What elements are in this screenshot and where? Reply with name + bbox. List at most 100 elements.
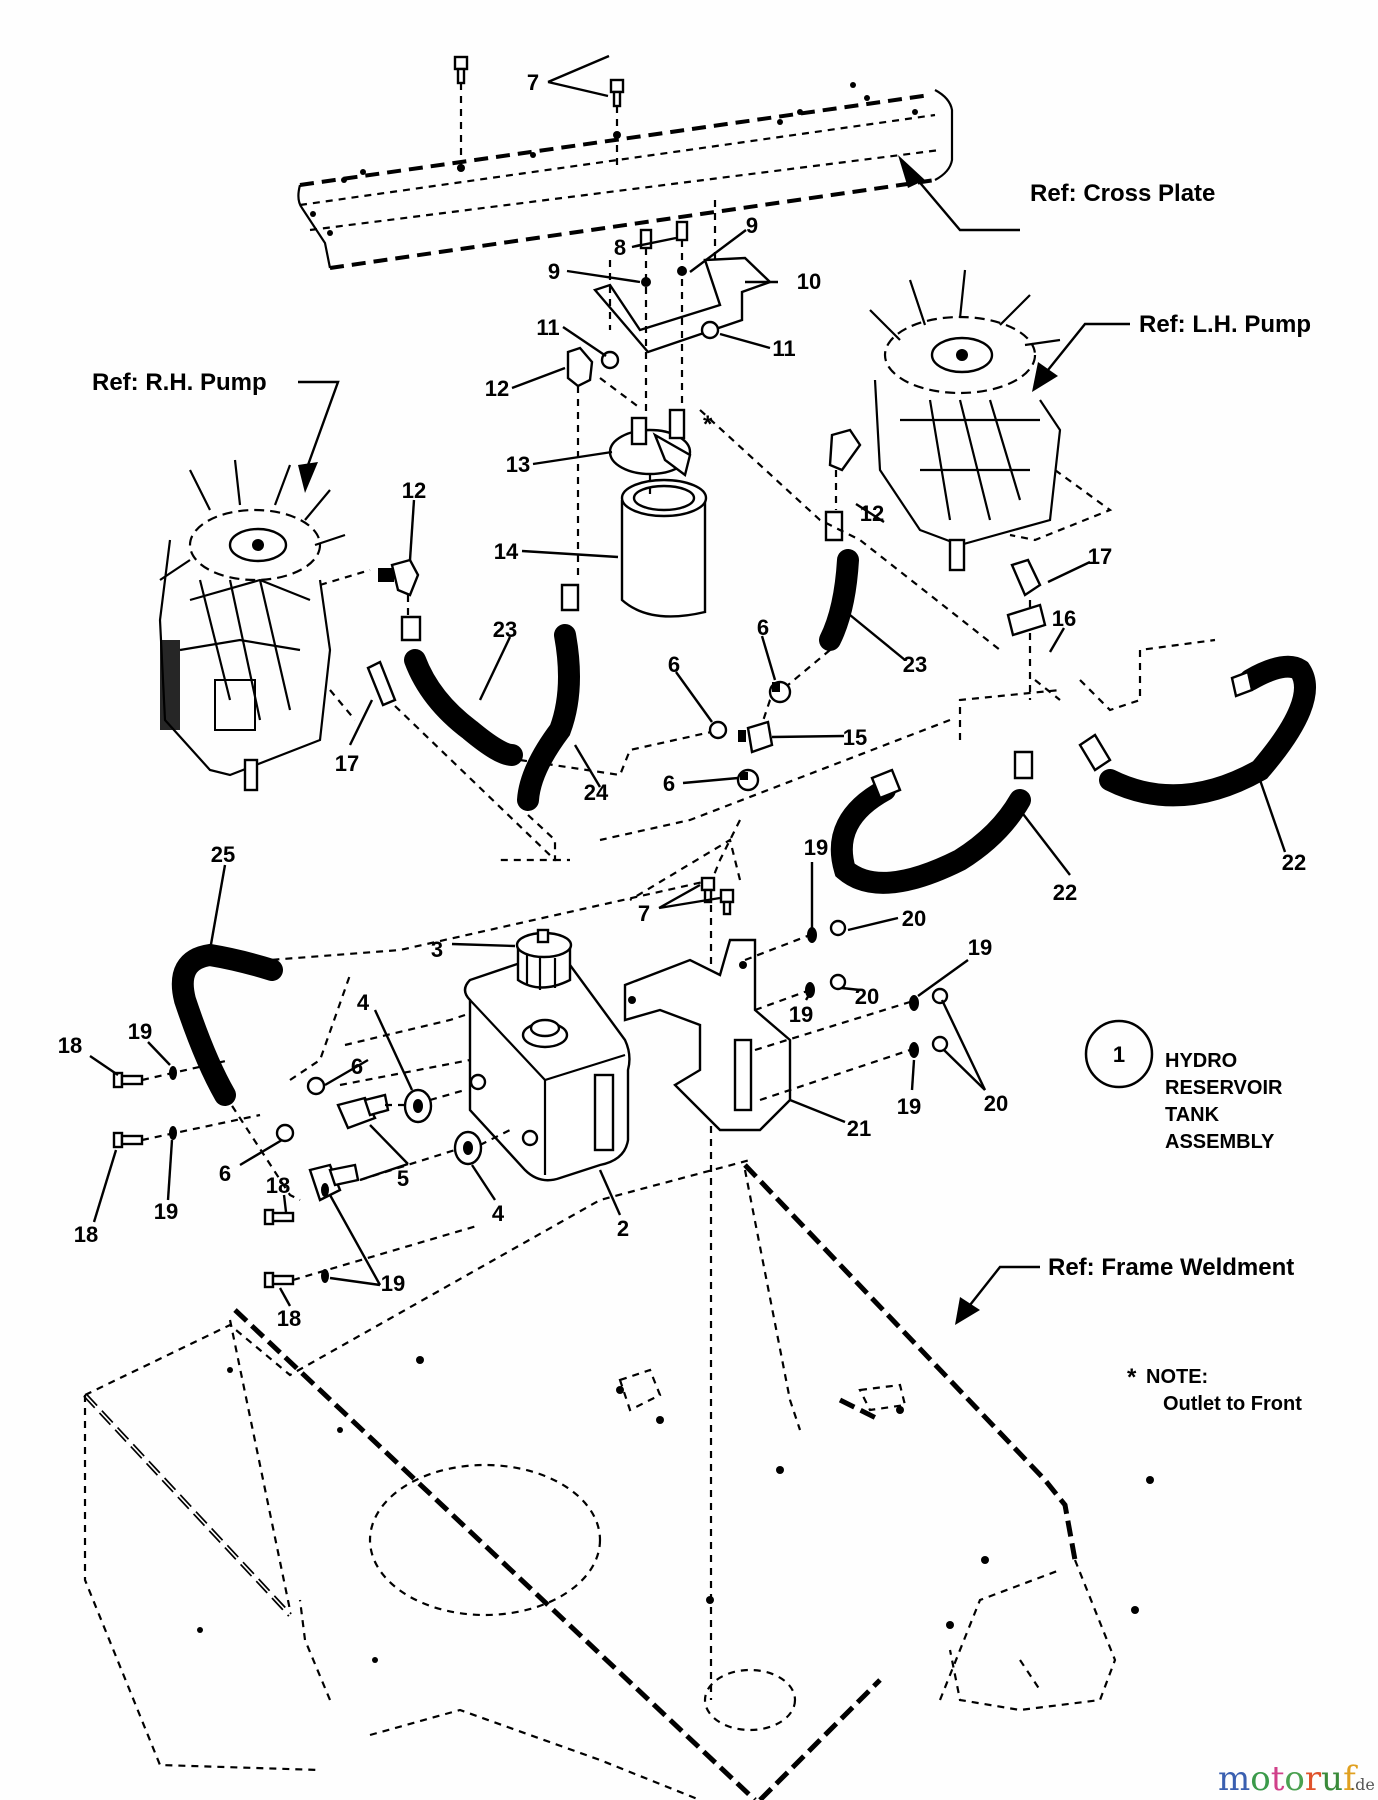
assembly-line-3: TANK [1165,1104,1220,1126]
watermark-text: motoruf [1218,1759,1358,1799]
callout-6: 6 [663,771,675,796]
note-asterisk: * [1127,1364,1137,1391]
callout-19: 19 [789,1002,813,1027]
ref-rh-pump: Ref: R.H. Pump [92,369,267,396]
bolt-7-top [453,55,625,172]
callout-20: 20 [902,906,926,931]
hose-22-middle-fitting-a [870,768,902,800]
note-text: Outlet to Front [1163,1393,1302,1415]
callout-18: 18 [58,1033,82,1058]
callout-18: 18 [74,1222,98,1247]
callout-17: 17 [335,751,359,776]
callout-19: 19 [128,1019,152,1044]
note-heading: NOTE: [1146,1366,1208,1388]
callout-6: 6 [668,652,680,677]
watermark-letter: o [1250,1759,1270,1799]
callout-6: 6 [757,615,769,640]
watermark-letter: u [1321,1759,1343,1799]
callout-15: 15 [843,725,867,750]
callout-7: 7 [638,901,650,926]
callout-11: 11 [772,336,795,361]
callout-2: 2 [617,1216,629,1241]
callout-14: 14 [494,539,519,564]
hose-23-right [819,549,859,651]
hose-23-right-fitting [824,510,844,542]
watermark-letter: m [1218,1759,1250,1799]
callout-22: 22 [1282,850,1306,875]
elbow-fitting-12-top [566,346,641,580]
watermark-letter: o [1284,1759,1304,1799]
callout-20: 20 [984,1091,1008,1116]
lh-pump-fittings [828,428,1047,637]
callout-6: 6 [351,1054,363,1079]
callout-12: 12 [485,376,509,401]
callout-10: 10 [797,269,821,294]
callout-13: 13 [506,452,530,477]
callout-4: 4 [357,990,370,1015]
lh-pump [869,269,1113,572]
callout-24: 24 [584,780,609,805]
callout-18: 18 [266,1173,290,1198]
washers-nuts [744,919,949,1102]
callout-19: 19 [897,1094,921,1119]
tank-cap [515,928,573,990]
callout-22: 22 [1053,880,1077,905]
filter-bracket [592,200,773,420]
reservoir-tank [463,956,631,1182]
part-callouts: 7899101111121212131417172323246661516222… [58,70,1306,1331]
callout-12: 12 [402,478,426,503]
assembly-line-2: RESERVOIR [1165,1077,1283,1099]
hose-23-left [404,649,523,766]
callout-20: 20 [855,984,879,1009]
oil-filter [620,474,708,618]
hose-22-right [1099,655,1316,807]
ref-frame-weldment: Ref: Frame Weldment [1048,1254,1294,1281]
callout-17: 17 [1088,544,1112,569]
assembly-number: 1 [1113,1042,1125,1067]
watermark-letter: f [1343,1759,1358,1799]
assembly-line-1: HYDRO [1165,1050,1237,1072]
watermark-letter: t [1271,1759,1285,1799]
callout-9: 9 [548,259,560,284]
callout-11: 11 [536,315,559,340]
hose-22-middle-fitting-b [1013,750,1034,780]
callout-12: 12 [860,501,884,526]
outlet-note: * NOTE: Outlet to Front [1127,1364,1302,1415]
rh-pump-fittings [366,558,570,862]
hose-22-right-fitting-a [1078,733,1112,772]
callout-19: 19 [154,1199,178,1224]
hose-22-right-fitting-b [1230,670,1254,698]
assembly-legend: 1 HYDRO RESERVOIR TANK ASSEMBLY [1084,1019,1283,1153]
callout-19: 19 [968,935,992,960]
hose-24 [517,624,580,811]
callout-25: 25 [211,842,235,867]
hose-24-fitting [560,583,580,612]
callout-16: 16 [1052,606,1076,631]
callout-19: 19 [381,1271,405,1296]
hose-25 [171,943,283,1106]
watermark-suffix: .de [1350,1775,1375,1794]
hose-22-middle [830,779,1031,894]
callout-5: 5 [397,1166,409,1191]
callout-3: 3 [431,937,443,962]
callout-4: 4 [492,1201,505,1226]
tank-bracket [623,938,792,1132]
callout-21: 21 [847,1116,871,1141]
watermark-logo: motoruf .de [1218,1759,1375,1799]
assembly-line-4: ASSEMBLY [1165,1131,1275,1153]
callout-9: 9 [746,213,758,238]
filter-head-asterisk: * [703,411,713,438]
callout-18: 18 [277,1306,301,1331]
ref-lh-pump: Ref: L.H. Pump [1139,311,1311,338]
callout-8: 8 [614,235,626,260]
rh-pump [158,459,371,792]
hose-clamps [708,680,792,792]
grommets-fittings [224,974,511,1202]
callout-23: 23 [493,617,517,642]
assembly-number-circle [1084,1019,1154,1089]
ref-cross-plate: Ref: Cross Plate [1030,180,1215,207]
screws-washers-left [112,1058,481,1289]
watermark-letter: r [1305,1759,1322,1799]
routing-lines [269,409,1216,962]
